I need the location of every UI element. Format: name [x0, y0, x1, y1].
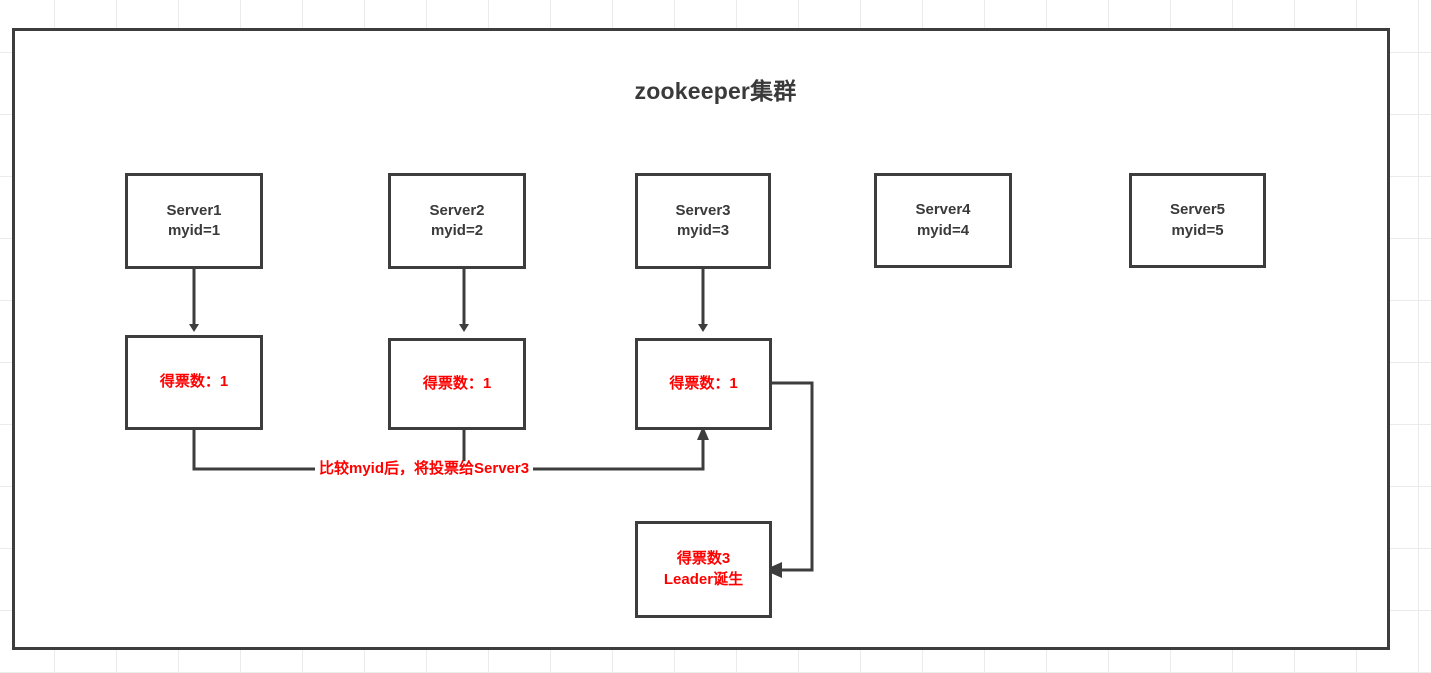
- server-name: Server4: [915, 201, 971, 219]
- vote-count-label: 得票数：1: [422, 374, 492, 392]
- vote-box-2[interactable]: 得票数：1: [388, 338, 526, 430]
- vote-count-label: 得票数：1: [159, 373, 229, 391]
- server-myid: myid=1: [167, 222, 221, 239]
- vote-box-1[interactable]: 得票数：1: [125, 335, 263, 430]
- server-myid: myid=4: [916, 221, 970, 239]
- server-box-2[interactable]: Server2 myid=2: [388, 173, 526, 269]
- vote-box-3[interactable]: 得票数：1: [635, 338, 772, 430]
- leader-vote-count: 得票数3: [676, 550, 731, 568]
- server-box-3[interactable]: Server3 myid=3: [635, 173, 771, 269]
- server-box-5[interactable]: Server5 myid=5: [1129, 173, 1266, 268]
- server-name: Server3: [675, 201, 731, 219]
- server-name: Server2: [429, 201, 485, 219]
- server-myid: myid=2: [430, 222, 484, 239]
- vote-count-label: 得票数：1: [669, 374, 738, 392]
- server-myid: myid=3: [676, 222, 730, 239]
- server-name: Server1: [166, 201, 222, 219]
- leader-box[interactable]: 得票数3 Leader诞生: [635, 521, 772, 618]
- server-myid: myid=5: [1171, 221, 1224, 239]
- server-name: Server5: [1169, 201, 1226, 219]
- server-box-1[interactable]: Server1 myid=1: [125, 173, 263, 269]
- edge-label-vote-transfer: 比较myid后，将投票给Server3: [315, 461, 534, 476]
- server-box-4[interactable]: Server4 myid=4: [874, 173, 1012, 268]
- leader-status: Leader诞生: [663, 570, 744, 588]
- page-title: zookeeper集群: [634, 78, 797, 104]
